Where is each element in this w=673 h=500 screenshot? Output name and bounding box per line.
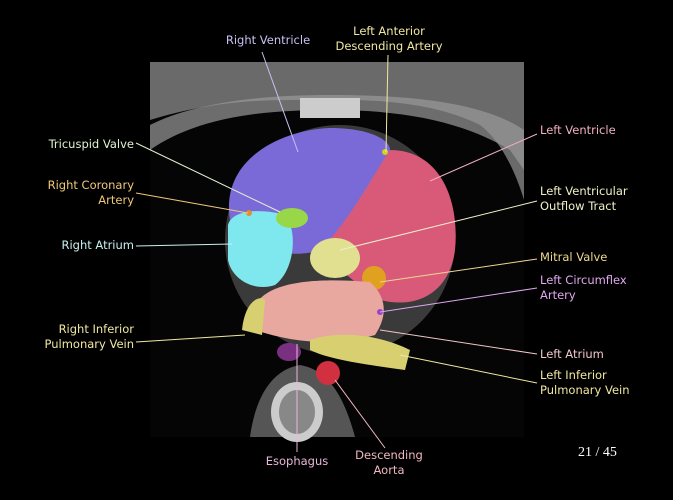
label-left-atrium: Left Atrium	[540, 347, 604, 362]
label-text: Aorta	[373, 463, 405, 477]
leader-right-atrium	[135, 243, 233, 247]
leader-lad	[385, 54, 389, 153]
label-text: Right Coronary	[47, 178, 134, 192]
label-text: Right Atrium	[61, 238, 134, 252]
label-text: Tricuspid Valve	[48, 137, 134, 151]
label-text: Mitral Valve	[540, 250, 608, 264]
leader-lvot	[339, 200, 538, 251]
chest-wall	[150, 62, 524, 200]
slide-counter: 21 / 45	[578, 445, 617, 460]
leader-ripv	[135, 334, 246, 343]
leader-left-ventricle	[429, 133, 538, 182]
label-text: Pulmonary Vein	[540, 383, 630, 397]
label-text: Descending	[355, 448, 423, 462]
aorta-region	[316, 361, 340, 385]
label-text: Outflow Tract	[540, 199, 617, 213]
sternum	[300, 98, 360, 118]
leader-lines	[135, 51, 538, 452]
leader-right-ventricle	[261, 51, 299, 153]
label-left-ventricle: Left Ventricle	[540, 123, 616, 138]
label-text: Left Inferior	[540, 368, 607, 382]
rca-dot	[246, 210, 252, 216]
lad-dot	[382, 149, 388, 155]
label-right-atrium: Right Atrium	[61, 238, 134, 253]
right-atrium-region	[228, 211, 293, 288]
label-text: Artery	[98, 193, 134, 207]
label-text: Right Inferior	[58, 322, 134, 336]
label-text: Artery	[540, 288, 576, 302]
lipv-region	[310, 334, 410, 370]
label-mitral-valve: Mitral Valve	[540, 250, 607, 265]
leader-left-atrium	[379, 329, 538, 355]
label-text: Esophagus	[265, 454, 329, 468]
label-text: Left Ventricular	[540, 184, 628, 198]
esophagus-region	[277, 343, 301, 361]
leader-mitral-valve	[379, 258, 538, 283]
label-text: Descending Artery	[335, 39, 443, 53]
leader-lcx	[379, 287, 538, 313]
label-text: Left Circumflex	[540, 273, 627, 287]
tricuspid-valve-region	[276, 208, 308, 228]
leader-tricuspid-valve	[135, 142, 281, 213]
lvot-region	[310, 238, 360, 278]
label-text: Left Anterior	[353, 24, 425, 38]
left-atrium-region	[255, 280, 384, 342]
leader-rca	[135, 192, 249, 214]
label-text: Left Ventricle	[540, 123, 616, 137]
label-text: Pulmonary Vein	[44, 337, 134, 351]
label-esophagus: Esophagus	[247, 454, 347, 469]
ripv-region	[242, 298, 265, 335]
leader-aorta	[334, 379, 386, 449]
label-text: Right Ventricle	[225, 33, 311, 47]
label-text: Left Atrium	[540, 347, 604, 361]
label-tricuspid-valve: Tricuspid Valve	[49, 137, 134, 152]
leader-lipv	[399, 354, 538, 384]
label-right-ventricle: Right Ventricle	[208, 33, 328, 48]
